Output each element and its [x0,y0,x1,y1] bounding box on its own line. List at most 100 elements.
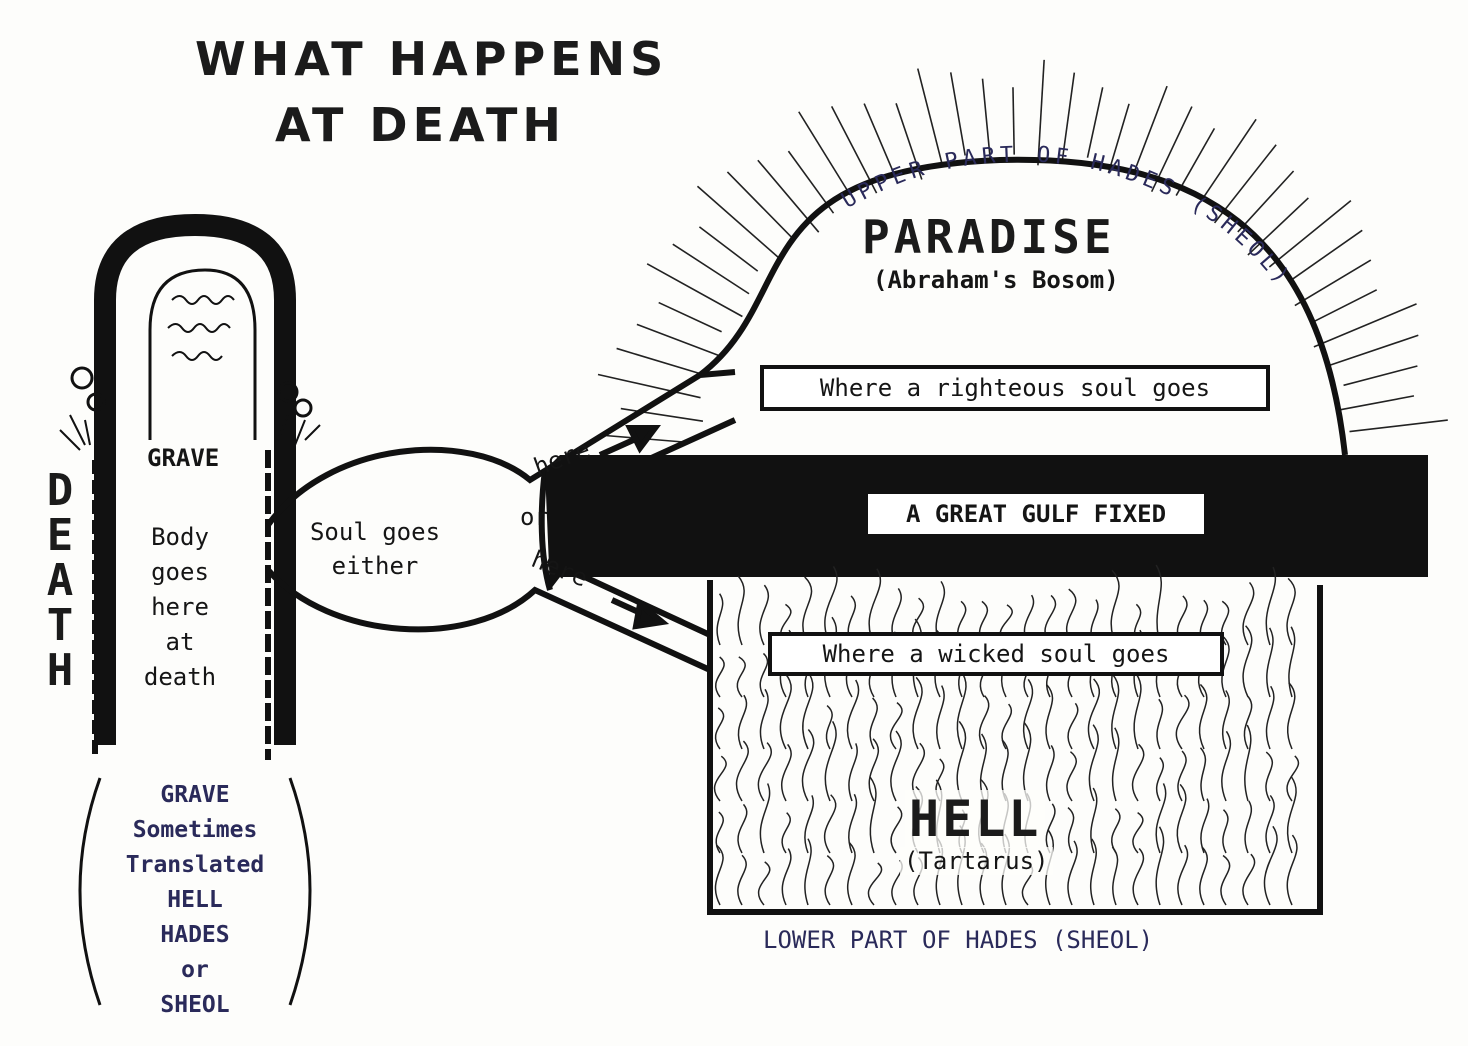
flame-stroke [1111,846,1119,906]
flame-stroke [1111,727,1120,802]
flame-stroke [757,742,773,802]
ray-line [646,263,743,318]
ray-line [620,407,704,423]
ray-line [949,72,966,156]
flame-stroke [1244,800,1253,854]
flame-stroke [1133,673,1142,750]
arc-letter: T [999,142,1014,168]
flame-stroke [1045,745,1055,802]
ray-line [1349,419,1448,433]
flame-stroke [1022,678,1034,750]
ray-line [1338,395,1415,411]
flame-stroke [737,575,745,646]
flame-stroke [804,838,812,906]
grave-note-line: HELL [167,887,223,913]
flame-stroke [780,743,792,802]
flame-stroke [1286,755,1300,802]
hell-subtitle: (Tartarus) [900,847,1053,875]
flame-stroke [1132,848,1145,906]
ray-line [1247,197,1309,256]
flame-stroke [824,721,837,802]
flame-stroke [1045,684,1054,750]
flame-stroke [1221,636,1230,698]
grave-oval [78,777,312,1006]
flame-stroke [1177,844,1189,906]
body-text: Body goes here at death [130,520,230,695]
ray-line [1289,229,1363,282]
soul-text: Soul goes either [290,515,460,583]
flame-stroke [912,676,923,750]
ray-line [616,347,701,375]
flame-stroke [824,855,835,906]
flame-stroke [779,673,792,750]
flame-stroke [1263,825,1278,906]
flame-stroke [716,593,724,646]
flame-stroke [735,740,749,802]
flame-stroke [1087,678,1100,750]
ray-line [1012,87,1016,155]
wicked-soul-text: Where a wicked soul goes [822,640,1170,668]
flame-stroke [1243,696,1253,750]
flame-stroke [713,755,727,802]
ray-line [726,171,795,240]
flame-stroke [1265,566,1277,646]
flame-stroke [759,783,771,854]
arrow-down [610,597,670,630]
arc-letter: R [980,143,996,170]
death-vertical-label: D E A T H [40,468,80,693]
flame-stroke [1266,627,1274,698]
ray-line [1312,289,1378,323]
body-line: here [151,593,209,621]
flame-stroke [1045,803,1056,854]
arc-letter: O [1035,142,1051,169]
grave-note-line: GRAVE [160,782,230,808]
flame-stroke [956,670,967,750]
lower-hades-label: LOWER PART OF HADES (SHEOL) [763,926,1154,954]
flame-stroke [1221,730,1232,802]
flame-stroke [715,811,725,854]
grave-label: GRAVE [147,444,220,472]
flame-stroke [1288,626,1296,698]
grave-note-line: Translated [125,852,265,878]
paradise-dome [698,156,1348,456]
flame-stroke [1222,809,1229,854]
righteous-soul-text: Where a righteous soul goes [819,374,1211,402]
flame-stroke [825,704,833,750]
flame-stroke [1131,743,1145,802]
ray-line [1237,170,1295,233]
flame-stroke [1177,750,1187,802]
ray-line [798,111,851,196]
flame-stroke [1242,625,1253,698]
soul-line: Soul goes [309,518,441,546]
flame-stroke [890,806,903,854]
ray-line [597,373,701,399]
grave-note: GRAVE Sometimes Translated HELL HADES or… [95,778,295,1023]
flame-stroke [869,776,877,854]
flame-stroke [1110,808,1121,854]
flame-stroke [804,795,815,854]
death-letter: H [46,645,74,696]
flame-stroke [1111,673,1120,750]
grave-note-line: or [181,957,209,983]
ray-line [863,103,897,178]
flame-stroke [1022,722,1032,802]
body-line: at [165,628,195,656]
flame-stroke [1067,702,1079,750]
flame-stroke [846,679,860,750]
flame-stroke [714,707,725,750]
flame-stroke [1200,798,1210,854]
flame-stroke [1089,838,1097,906]
grave-note-line: Sometimes [132,817,258,843]
flame-stroke [759,652,769,698]
flame-stroke [1265,685,1275,750]
flame-stroke [1155,783,1167,854]
ray-line [1175,127,1216,196]
ray-line [696,185,783,261]
flame-stroke [801,729,815,802]
flame-stroke [1155,826,1165,906]
flame-stroke [1067,806,1075,854]
flame-stroke [1001,703,1012,750]
paradise-subtitle: (Abraham's Bosom) [873,266,1119,294]
flame-stroke [759,688,769,750]
